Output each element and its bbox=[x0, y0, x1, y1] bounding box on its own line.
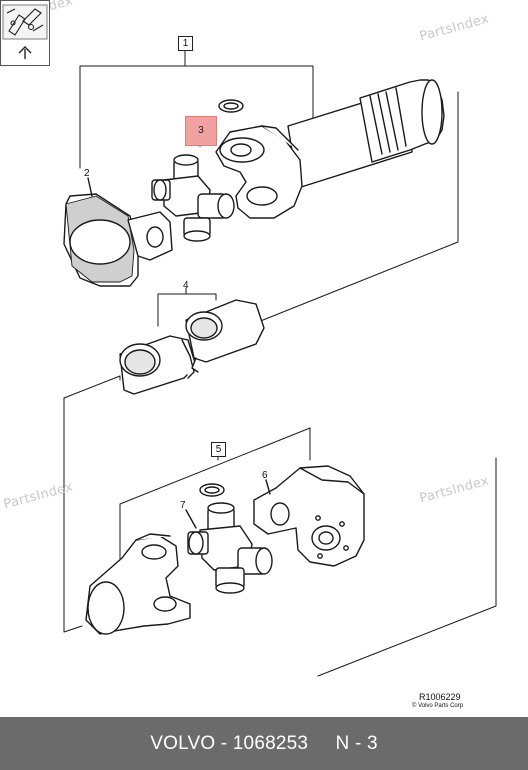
universal-joint-upper[interactable] bbox=[151, 154, 235, 242]
group-4-frame bbox=[157, 287, 217, 327]
parts-diagram bbox=[63, 49, 497, 677]
callout-3: 3 bbox=[198, 125, 204, 136]
callout-4[interactable]: 4 bbox=[183, 280, 189, 291]
copyright: © Volvo Parts Corp bbox=[412, 703, 464, 709]
bushing-right-4[interactable] bbox=[185, 299, 265, 373]
flange-bracket-6[interactable] bbox=[253, 465, 365, 567]
universal-joint-lower[interactable] bbox=[187, 502, 273, 594]
bushing-left-4[interactable] bbox=[119, 335, 197, 395]
exploded-view-up-arrow-icon[interactable] bbox=[0, 0, 50, 66]
callout-3-highlight[interactable]: 3 bbox=[185, 116, 217, 146]
footer-part-info: VOLVO - 1068253 N - 3 bbox=[150, 733, 378, 754]
nav-thumbnail-icon bbox=[2, 4, 48, 59]
callout-2[interactable]: 2 bbox=[84, 168, 90, 179]
group-1-frame bbox=[63, 49, 459, 633]
footer-bar: VOLVO - 1068253 N - 3 bbox=[0, 717, 528, 770]
callout-1[interactable]: 1 bbox=[178, 36, 193, 51]
companion-flange-2[interactable] bbox=[63, 177, 173, 287]
lower-yoke[interactable] bbox=[85, 533, 191, 635]
callout-6[interactable]: 6 bbox=[262, 470, 268, 481]
shaft-yoke[interactable] bbox=[215, 125, 303, 219]
snap-ring-7[interactable] bbox=[185, 483, 225, 529]
callout-7[interactable]: 7 bbox=[180, 500, 186, 511]
callout-5[interactable]: 5 bbox=[211, 442, 226, 457]
propeller-shaft-tube[interactable] bbox=[287, 79, 445, 189]
drawing-reference: R1006229 bbox=[419, 692, 461, 702]
